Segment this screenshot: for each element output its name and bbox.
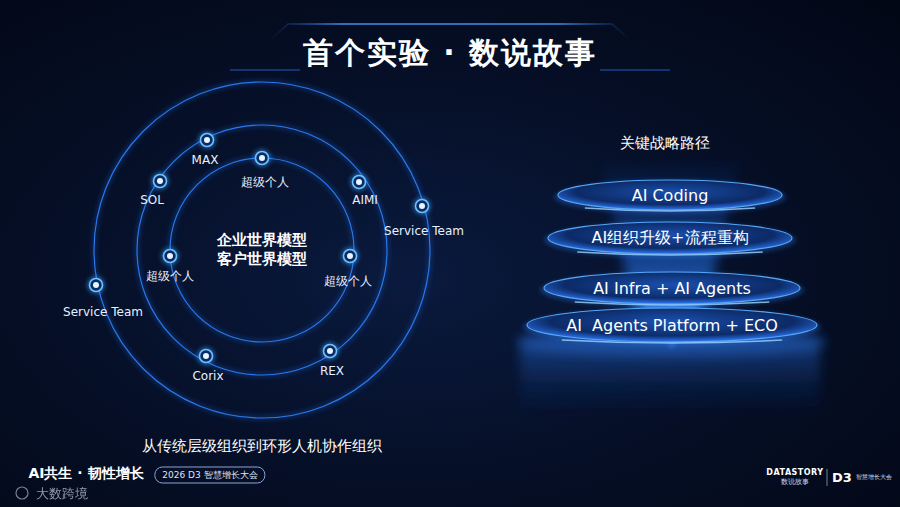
strategy-disc: AI Agents Platform + ECO — [527, 308, 817, 342]
member-dot: MAX — [199, 132, 215, 148]
member-label: Service Team — [384, 224, 464, 238]
funnel-glow — [517, 158, 827, 418]
member-dot: REX — [322, 343, 338, 359]
strategy-disc: AI Infra + AI Agents — [544, 272, 800, 304]
member-label: 超级个人 — [241, 174, 289, 191]
member-label: 超级个人 — [146, 268, 194, 285]
strategy-label: AI Infra + AI Agents — [593, 279, 751, 298]
event-name: 智慧增长大会 — [856, 473, 892, 482]
strategy-label: AI组织升级+流程重构 — [591, 228, 748, 249]
member-label: SOL — [140, 193, 164, 207]
dot-glyph — [414, 198, 430, 214]
dot-glyph — [254, 150, 270, 166]
dot-glyph — [88, 277, 104, 293]
member-label: MAX — [192, 153, 219, 167]
member-label: REX — [320, 364, 344, 378]
member-label: Service Team — [63, 305, 143, 319]
event-pill: 2026 D3 智慧增长大会 — [154, 467, 265, 484]
core-circle: 企业世界模型 客户世界模型 — [212, 231, 312, 270]
strategy-disc: AI组织升级+流程重构 — [548, 222, 792, 254]
slide-title: 首个实验 · 数说故事 — [303, 33, 597, 74]
member-dot: 超级个人 — [254, 150, 270, 166]
event-logo: D3 — [832, 470, 852, 485]
brand-logo: DATASTORY — [766, 468, 823, 477]
diagram-caption: 从传统层级组织到环形人机协作组织 — [142, 437, 382, 456]
watermark-icon — [16, 487, 28, 499]
member-dot: Service Team — [414, 198, 430, 214]
strategy-label: AI Coding — [632, 186, 709, 205]
watermark: 大数跨境 — [36, 485, 88, 503]
dot-glyph — [351, 174, 367, 190]
logo-separator — [827, 469, 828, 486]
member-dot: SOL — [152, 173, 168, 189]
dot-glyph — [152, 173, 168, 189]
dot-glyph — [322, 343, 338, 359]
member-dot: 超级个人 — [342, 248, 358, 264]
dot-glyph — [342, 248, 358, 264]
section-heading: 关键战略路径 — [620, 134, 710, 153]
event-slogan: AI共生 · 韧性增长 — [28, 465, 143, 483]
member-label: Corix — [192, 369, 223, 383]
dot-glyph — [199, 132, 215, 148]
core-label: 企业世界模型 客户世界模型 — [212, 231, 312, 270]
member-dot: AIMI — [351, 174, 367, 190]
ring-group — [94, 82, 430, 418]
member-dot: Service Team — [88, 277, 104, 293]
strategy-label: AI Agents Platform + ECO — [566, 316, 778, 335]
member-label: AIMI — [352, 193, 378, 207]
brand-name: 数说故事 — [781, 477, 809, 487]
member-dot: Corix — [198, 348, 214, 364]
strategy-disc: AI Coding — [558, 180, 782, 210]
dot-glyph — [198, 348, 214, 364]
member-dot: 超级个人 — [162, 248, 178, 264]
member-label: 超级个人 — [324, 273, 372, 290]
dot-glyph — [162, 248, 178, 264]
